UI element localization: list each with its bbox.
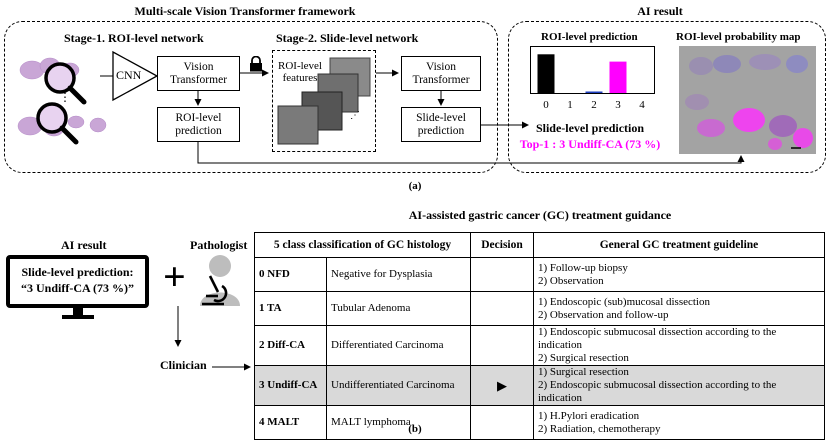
probability-map-tissue [685,54,813,150]
slide-magnifier-illustration [17,57,107,145]
class-name: Undifferentiated Carcinoma [326,365,471,406]
guidance-title: AI-assisted gastric cancer (GC) treatmen… [408,208,672,222]
plus-icon: + [163,254,186,299]
decision-cell [470,291,534,326]
class-name: Differentiated Carcinoma [326,325,471,366]
guideline-line-1: 1) Follow-up biopsy [538,261,628,274]
clinician-label: Clinician [160,358,207,372]
roi-bar-chart: 0 1 2 3 4 [530,46,655,111]
decision-cell [470,405,534,440]
stage1-title: Stage-1. ROI-level network [64,31,204,45]
class-code: 4 MALT [254,405,327,440]
connectors-a [194,69,745,164]
class-code: 0 NFD [254,257,327,292]
pathologist-label: Pathologist [190,238,248,252]
stage2-title: Stage-2. Slide-level network [276,31,419,45]
header-decision: Decision [470,232,534,258]
magnifier-icon-bottom [36,102,79,145]
monitor-screen: Slide-level prediction: “3 Undiff-CA (73… [6,255,149,308]
ai-result-panel [508,21,826,173]
roi-features-panel [272,50,376,152]
guideline-line-2: 2) Radiation, chemotherapy [538,422,661,435]
vision-transformer-box-2: Vision Transformer [401,56,481,91]
guideline-line-1: 1) Endoscopic submucosal dissection acco… [538,326,777,351]
roi-prediction-title: ROI-level prediction [541,31,638,43]
cnn-triangle [100,50,159,102]
ai-result-title-b: AI result [61,238,107,252]
decision-cell [470,257,534,292]
tick-label-1: 1 [567,99,573,111]
monitor-line-2: “3 Undiff-CA (73 %)” [21,281,134,295]
probability-map-title: ROI-level probability map [676,31,801,43]
decision-cell [470,325,534,366]
ai-result-title-a: AI result [637,4,683,18]
vision-transformer-box-1: Vision Transformer [157,56,240,91]
class-code: 3 Undiff-CA [254,365,327,406]
table-row: 4 MALT MALT lymphoma 1) H.Pylori eradica… [254,405,825,440]
tick-label-4: 4 [639,99,645,111]
tick-label-3: 3 [615,99,621,111]
guideline-line-1: 1) Endoscopic (sub)mucosal dissection [538,295,710,308]
bar-class-2 [585,91,603,93]
class-name: Negative for Dysplasia [326,257,471,292]
lock-icon [250,56,262,72]
roi-level-prediction-box: ROI-level prediction [157,107,240,142]
caption-b: (b) [408,423,422,435]
framework-title: Multi-scale Vision Transformer framework [134,4,356,18]
class-code: 1 TA [254,291,327,326]
class-name: Tubular Adenoma [326,291,471,326]
decision-arrow-icon: ▶ [470,365,534,406]
table-row: 0 NFD Negative for Dysplasia 1) Follow-u… [254,257,825,292]
class-name: MALT lymphoma [326,405,471,440]
guideline-line-1: 1) Surgical resection [538,366,629,378]
tick-label-0: 0 [543,99,549,111]
header-classification: 5 class classification of GC histology [254,232,471,258]
monitor-stand-icon [62,307,94,319]
ellipsis-vertical: ⋮ [59,90,71,104]
table-row: 2 Diff-CA Differentiated Carcinoma 1) En… [254,325,825,366]
class-code: 2 Diff-CA [254,325,327,366]
guideline-line-2: 2) Observation and follow-up [538,308,669,321]
caption-a: (a) [408,180,422,192]
table-header-row: 5 class classification of GC histology D… [254,232,825,258]
monitor-line-1: Slide-level prediction: [21,265,134,279]
guideline-line-1: 1) H.Pylori eradication [538,409,640,422]
slide-level-prediction-box: Slide-level prediction [401,107,481,142]
magnifier-icon-top [44,62,87,105]
gc-treatment-table: 5 class classification of GC histology D… [254,232,825,440]
roi-features-label: ROI-level features [278,60,322,84]
framework-panel [4,21,498,173]
pathologist-microscope-icon [200,255,240,306]
guideline-line-2: 2) Surgical resection [538,352,629,364]
table-row-highlighted: 3 Undiff-CA Undifferentiated Carcinoma ▶… [254,365,825,406]
top1-result: Top-1 : 3 Undiff-CA (73 %) [519,137,661,151]
probability-map-image [679,46,816,154]
bar-class-0 [537,54,555,93]
guideline-line-2: 2) Endoscopic submucosal dissection acco… [538,379,777,404]
bar-class-3 [609,61,627,93]
slide-prediction-title: Slide-level prediction [535,121,645,135]
guideline-cell: 1) Endoscopic submucosal dissection acco… [533,325,825,366]
connectors-b [174,306,251,371]
tick-label-2: 2 [591,99,597,111]
table-row: 1 TA Tubular Adenoma 1) Endoscopic (sub)… [254,291,825,326]
cnn-label: CNN [116,68,142,82]
guideline-line-2: 2) Observation [538,274,604,287]
roi-feature-patches: ⋰ [277,57,371,145]
header-guideline: General GC treatment guideline [533,232,825,258]
svg-text:⋰: ⋰ [350,110,360,121]
